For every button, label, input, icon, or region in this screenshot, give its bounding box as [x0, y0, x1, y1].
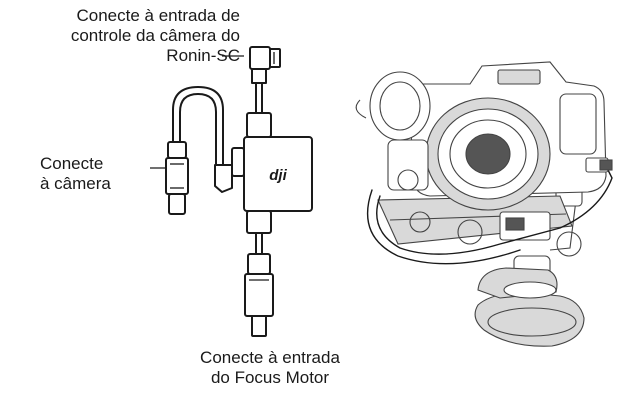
label-camera-connection: Conecte à câmera	[40, 154, 111, 193]
hub-side-connector	[214, 147, 245, 193]
cable-hub: dji	[243, 136, 313, 212]
focus-motor-cable	[244, 210, 274, 337]
gimbal-camera-illustration	[355, 61, 613, 347]
hub-top-strain-relief	[246, 112, 272, 138]
label-camera-control-input: Conecte à entrada de controle da câmera …	[70, 6, 240, 65]
dji-logo: dji	[269, 167, 287, 184]
camera-cable	[172, 86, 224, 166]
camera-plug	[165, 141, 189, 215]
label-focus-motor-input: Conecte à entrada do Focus Motor	[200, 348, 340, 387]
multi-camera-control-cable: dji	[165, 46, 313, 337]
camera-control-connector	[249, 46, 281, 114]
